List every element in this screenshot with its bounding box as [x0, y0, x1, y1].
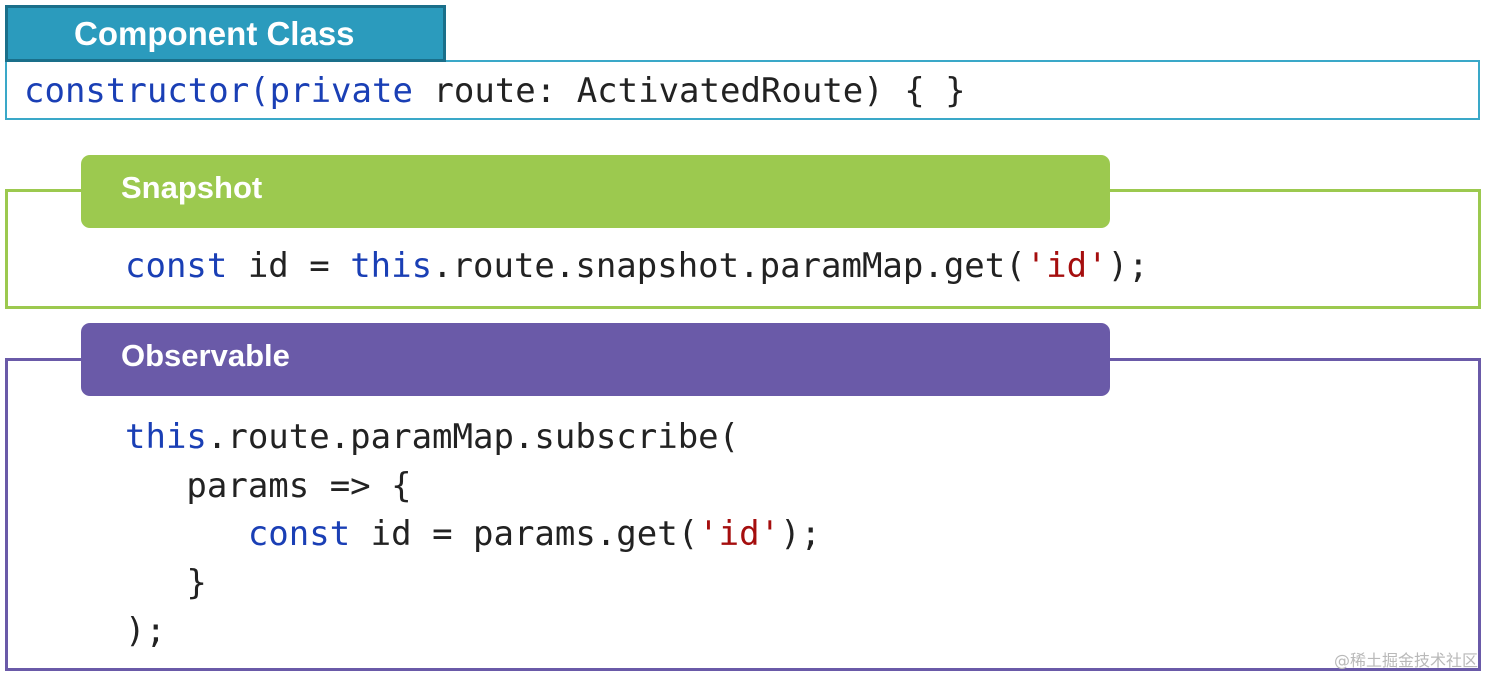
code-keyword: constructor(	[24, 71, 270, 111]
watermark: @稀土掘金技术社区	[1333, 651, 1478, 670]
component-class-code-box: constructor(private route: ActivatedRout…	[5, 60, 1480, 120]
code-keyword: const	[247, 514, 351, 554]
observable-code: this.route.paramMap.subscribe( params =>…	[125, 413, 821, 656]
code-token	[125, 514, 248, 554]
code-line: constructor(private route: ActivatedRout…	[24, 71, 966, 111]
code-string: 'id'	[1025, 246, 1108, 286]
snapshot-code-box: const id = this.route.snapshot.paramMap.…	[5, 189, 1481, 309]
code-line: const id = params.get('id');	[125, 514, 821, 554]
code-token: .route.snapshot.paramMap.get(	[432, 246, 1026, 286]
code-token: );	[1107, 246, 1149, 286]
code-token: );	[125, 611, 166, 651]
code-line: );	[125, 611, 166, 651]
component-class-label: Component Class	[5, 5, 446, 62]
observable-label: Observable	[81, 323, 1110, 396]
code-token: }	[125, 562, 207, 603]
component-class-code: constructor(private route: ActivatedRout…	[24, 69, 966, 113]
code-token: id =	[227, 246, 351, 286]
code-token: );	[780, 514, 822, 554]
code-keyword: const	[125, 246, 228, 286]
code-keyword: this	[350, 246, 433, 286]
code-token: params => {	[125, 465, 412, 506]
code-token: id = params.get(	[350, 514, 699, 554]
observable-code-box: this.route.paramMap.subscribe( params =>…	[5, 358, 1481, 671]
code-token: .route.paramMap.subscribe(	[206, 417, 740, 457]
code-line: }	[125, 562, 207, 603]
snapshot-code: const id = this.route.snapshot.paramMap.…	[125, 244, 1149, 288]
code-line: params => {	[125, 465, 412, 506]
code-line: const id = this.route.snapshot.paramMap.…	[125, 246, 1149, 286]
code-keyword: this	[125, 417, 207, 457]
code-string: 'id'	[698, 514, 781, 554]
snapshot-label: Snapshot	[81, 155, 1110, 228]
code-token: route: ActivatedRoute) { }	[412, 71, 966, 111]
code-line: this.route.paramMap.subscribe(	[125, 417, 739, 457]
code-keyword: private	[269, 71, 413, 111]
